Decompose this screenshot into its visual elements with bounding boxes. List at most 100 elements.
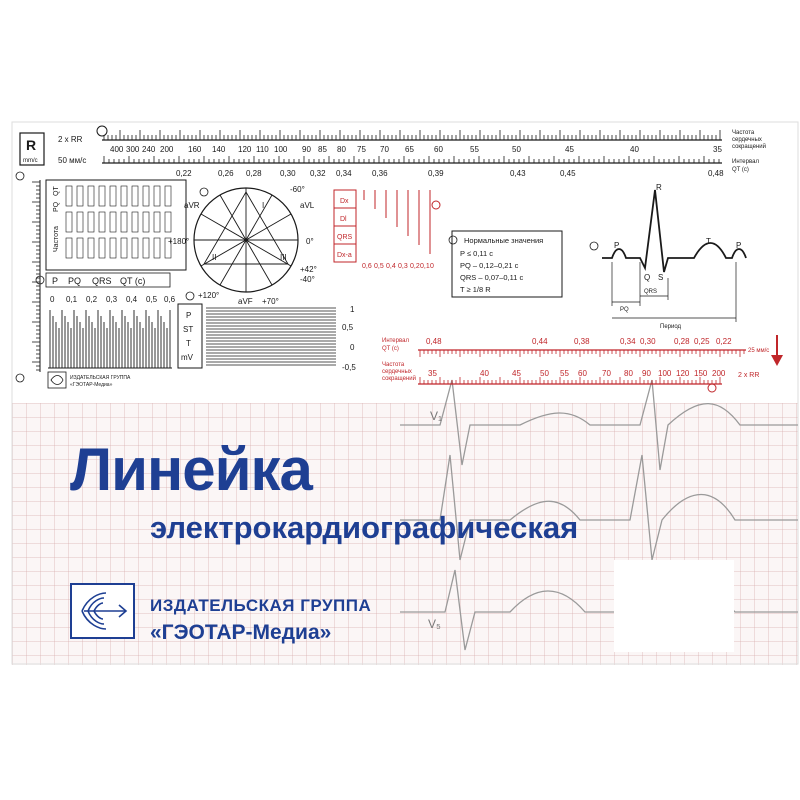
top-value: 400: [110, 145, 124, 154]
top-value: 75: [357, 145, 366, 154]
amplitude-label: T: [186, 339, 191, 348]
top-scale-right-label-3: сокращений: [732, 143, 766, 150]
axis-label: -40°: [300, 275, 315, 284]
rate-table-cell: [98, 185, 106, 207]
rate-table-cell: [98, 237, 106, 259]
wave-label-qrs: QRS: [644, 289, 657, 295]
mm-value: 0,6: [164, 295, 176, 304]
interval-scale-ticks: [103, 156, 720, 163]
normal-value-line: T ≥ 1/8 R: [460, 285, 491, 294]
top-value: 35: [713, 145, 722, 154]
r-box-sub: mm/c: [23, 158, 38, 164]
r-box-label: R: [26, 137, 36, 153]
rate-table-cell: [109, 237, 117, 259]
bottom-interval-value: 0,44: [532, 337, 548, 346]
small-publisher-line-2: «ГЭОТАР-Медиа»: [70, 382, 113, 388]
amplitude-lines: [206, 307, 336, 366]
rate-table-cell: [87, 211, 95, 233]
wave-label-q: Q: [644, 273, 650, 282]
bottom-rate-value: 150: [694, 369, 708, 378]
rate-table-cell: [164, 185, 172, 207]
publisher-line-1: ИЗДАТЕЛЬСКАЯ ГРУППА: [150, 596, 372, 615]
table-header-qt: QT (c): [120, 276, 145, 286]
marker-circle-1: [96, 125, 108, 137]
amplitude-value: -0,5: [342, 363, 356, 372]
top-value: 65: [405, 145, 414, 154]
top-value: 300: [126, 145, 140, 154]
table-header-box: [45, 272, 171, 288]
top-scale-right-label-1: Частота: [732, 130, 755, 136]
top-value: 110: [256, 145, 269, 154]
bottom-rate-value: 50: [540, 369, 549, 378]
bottom-rate-value: 60: [578, 369, 587, 378]
top-scale-ticks: [103, 130, 721, 140]
interval-value: 0,30: [280, 169, 296, 178]
blank-label-area: [614, 560, 734, 652]
marker-circle-red-2: [707, 383, 717, 393]
rate-table-cell: [142, 237, 150, 259]
top-value: 90: [302, 145, 311, 154]
interval-value: 0,26: [218, 169, 234, 178]
axis-label: II: [212, 253, 216, 262]
wave-label-r: R: [656, 183, 662, 192]
normal-value-line: P ≤ 0,11 с: [460, 249, 493, 258]
amplitude-label: mV: [181, 353, 194, 362]
normal-values-box: [451, 230, 563, 298]
small-publisher-logo: [47, 371, 67, 389]
mm-value: 0,4: [126, 295, 138, 304]
rate-table-cell: [120, 237, 128, 259]
wave-label-period: Период: [660, 324, 682, 330]
marker-circle-2: [35, 275, 45, 285]
mm-value: 0,1: [66, 295, 78, 304]
top-value: 80: [337, 145, 346, 154]
red-block-value: 0,1: [420, 263, 430, 270]
top-value: 160: [188, 145, 202, 154]
top-value: 60: [434, 145, 443, 154]
interval-value: 0,34: [336, 169, 352, 178]
rate-table-cell: [164, 211, 172, 233]
r-box: [19, 132, 45, 166]
bottom-interval-right-label: 25 мм/с: [748, 348, 769, 354]
rate-table-cell: [65, 237, 73, 259]
rate-table-cell: [131, 185, 139, 207]
mm-value: 0,2: [86, 295, 98, 304]
rate-table-side-label: Частота: [53, 226, 60, 252]
rate-table-cell: [153, 211, 161, 233]
red-block-value: 0,5: [374, 263, 384, 270]
bottom-rate-left-label-2: сердечных: [382, 369, 412, 375]
axis-label: aVL: [300, 201, 315, 210]
marker-circle-3: [199, 187, 209, 197]
wave-label-pq: PQ: [620, 307, 629, 313]
rate-table-cell: [98, 211, 106, 233]
amplitude-label: ST: [183, 325, 193, 334]
normal-value-line: QRS – 0,07–0,11 с: [460, 273, 523, 282]
marker-circle-4: [185, 291, 195, 301]
axis-label: I: [262, 201, 264, 210]
wave-label-p2: P: [736, 241, 741, 250]
normal-value-line: PQ – 0,12–0,21 с: [460, 261, 519, 270]
amplitude-box: [177, 303, 203, 369]
red-block-value: 0,2: [410, 263, 420, 270]
bottom-rate-value: 120: [676, 369, 690, 378]
top-value: 45: [565, 145, 574, 154]
amplitude-value: 1: [350, 305, 355, 314]
red-block-value: 0,3: [398, 263, 408, 270]
red-measure-block: [333, 189, 357, 263]
red-block-label: Dl: [340, 216, 347, 223]
top-value: 200: [160, 145, 174, 154]
table-header-qrs: QRS: [92, 276, 112, 286]
rate-table-cell: [109, 211, 117, 233]
rate-table-cell: [120, 211, 128, 233]
bottom-interval-left-label-2: QT (с): [382, 346, 399, 352]
ruler-card-outline: [11, 121, 799, 665]
interval-value: 0,22: [176, 169, 192, 178]
wave-label-p: P: [614, 241, 619, 250]
rate-table-cell: [109, 185, 117, 207]
red-block-value: 0,4: [386, 263, 396, 270]
bottom-rate-value: 55: [560, 369, 569, 378]
rate-table-cell: [76, 237, 84, 259]
axis-label: +70°: [262, 297, 279, 306]
bottom-interval-left-label-1: Интервал: [382, 338, 409, 344]
top-value: 40: [630, 145, 639, 154]
